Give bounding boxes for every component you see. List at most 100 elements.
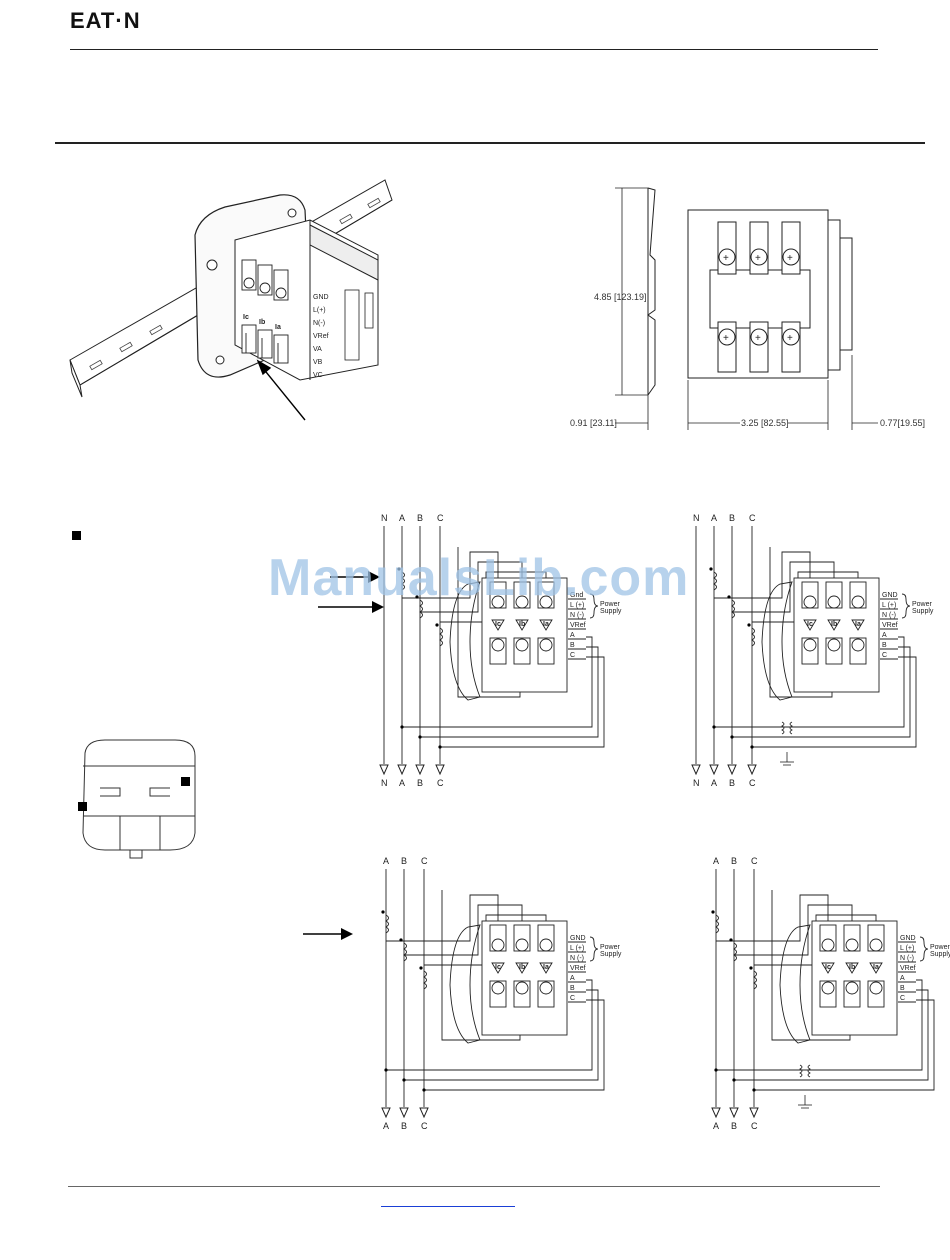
meter-terminals: [811, 920, 898, 1036]
pt-coil-secondary: [789, 721, 793, 735]
phase-terminal-arrow: [727, 764, 737, 776]
svg-text:+: +: [787, 253, 793, 264]
terminal-screws-top: + + +: [717, 221, 801, 275]
ct-polarity-dot: [709, 567, 713, 571]
junction-dot: [752, 1088, 756, 1092]
footer-link-underline[interactable]: [381, 1206, 515, 1207]
power-supply-brace: [919, 936, 929, 962]
phase-label-top: B: [729, 513, 735, 523]
phase-terminal-arrow: [691, 764, 701, 776]
ct-coil: [751, 627, 755, 647]
terminal-label: A: [570, 632, 575, 639]
junction-dot: [384, 1068, 388, 1072]
bottom-terminal-screw: [851, 638, 865, 652]
pointer-arrow: [256, 359, 306, 421]
right-depth-label: 0.77[19.55]: [880, 418, 925, 428]
arrow-indicator-1: [330, 571, 380, 583]
arrow-indicator-2: [318, 601, 384, 613]
terminal-label: N (-): [570, 612, 584, 619]
phase-label-bottom: C: [437, 778, 444, 788]
terminal-label: N (-): [570, 955, 584, 962]
phase-label-bottom: N: [693, 778, 700, 788]
phase-terminal-arrow: [379, 764, 389, 776]
phase-label-bottom: B: [401, 1121, 407, 1131]
meter-faceplate-outline: [449, 924, 481, 1044]
ct-polarity-dot: [727, 595, 731, 599]
voltage-sense-wire: [402, 636, 593, 728]
return-wire: [457, 547, 521, 698]
phase-label-top: A: [399, 513, 405, 523]
svg-text:+: +: [755, 333, 761, 344]
ct-indicator: [539, 962, 553, 974]
terminal-label: L (+): [900, 945, 914, 952]
left-depth-label: 0.91 [23.11]: [570, 418, 617, 428]
pt-coil-primary: [781, 721, 785, 735]
bottom-terminal-screw: [821, 981, 835, 995]
ct-coil: [731, 599, 735, 619]
marker-square-right: [181, 777, 190, 786]
ct-markers: Ic Ib Ia: [243, 314, 281, 331]
svg-text:Ia: Ia: [275, 324, 281, 331]
terminal-label: VRef: [570, 965, 586, 972]
ct-coil: [439, 627, 443, 647]
power-supply-label-2: Supply: [600, 951, 622, 958]
terminal-label: L (+): [570, 602, 584, 609]
power-supply-label-1: Power: [930, 944, 950, 951]
ct-coil: [423, 970, 427, 990]
phase-label-bottom: B: [731, 1121, 737, 1131]
phase-terminal-arrow: [381, 1107, 391, 1119]
ct-coil: [753, 970, 757, 990]
top-terminal-screw: [869, 938, 883, 952]
phase-label-bottom: A: [711, 778, 717, 788]
ct-wire: [752, 571, 859, 623]
phase-label-top: B: [731, 856, 737, 866]
terminal-label: N (-): [900, 955, 914, 962]
phase-label-top: C: [749, 513, 756, 523]
meter-faceplate-outline: [779, 924, 811, 1044]
power-supply-label-1: Power: [912, 601, 933, 608]
svg-text:L(+): L(+): [313, 307, 326, 314]
phase-label-top: B: [401, 856, 407, 866]
bottom-terminal-screw: [869, 981, 883, 995]
height-dimension-label: 4.85 [123.19]: [594, 292, 647, 302]
top-terminal-screw: [491, 938, 505, 952]
ct-polarity-dot: [397, 567, 401, 571]
power-supply-label-2: Supply: [930, 951, 950, 958]
ct-label: Ic: [495, 621, 501, 628]
bottom-terminal-screw: [539, 981, 553, 995]
phase-terminal-arrow: [709, 764, 719, 776]
terminal-label: VRef: [570, 622, 586, 629]
svg-text:+: +: [755, 253, 761, 264]
top-terminal-screw: [803, 595, 817, 609]
arrow-indicator-3: [303, 928, 353, 940]
terminal-label: C: [900, 995, 905, 1002]
bottom-terminal-screw: [827, 638, 841, 652]
voltage-sense-wire: [440, 656, 605, 748]
svg-text:VRef: VRef: [313, 333, 329, 340]
phase-label-top: C: [751, 856, 758, 866]
junction-dot: [400, 725, 404, 729]
ct-label: Ia: [855, 621, 861, 628]
svg-text:+: +: [723, 253, 729, 264]
top-terminal-screw: [845, 938, 859, 952]
terminal-block-bottom: [241, 324, 289, 364]
ct-indicator: [803, 619, 817, 631]
terminal-label: Gnd: [570, 592, 583, 599]
footer-rule: [68, 1186, 880, 1187]
bottom-terminal-screw: [491, 638, 505, 652]
ct-indicator: [539, 619, 553, 631]
meter-terminals: [793, 577, 880, 693]
top-terminal-screw: [539, 938, 553, 952]
ct-coil: [401, 571, 405, 591]
ct-coil: [403, 942, 407, 962]
voltage-sense-wire: [752, 656, 917, 748]
ct-label: Ic: [807, 621, 813, 628]
body-width-label: 3.25 [82.55]: [741, 418, 789, 428]
potential-transformer: [780, 721, 794, 766]
terminal-label: B: [882, 642, 887, 649]
ct-polarity-dot: [415, 595, 419, 599]
terminal-label: VRef: [882, 622, 898, 629]
return-wire: [769, 547, 833, 698]
